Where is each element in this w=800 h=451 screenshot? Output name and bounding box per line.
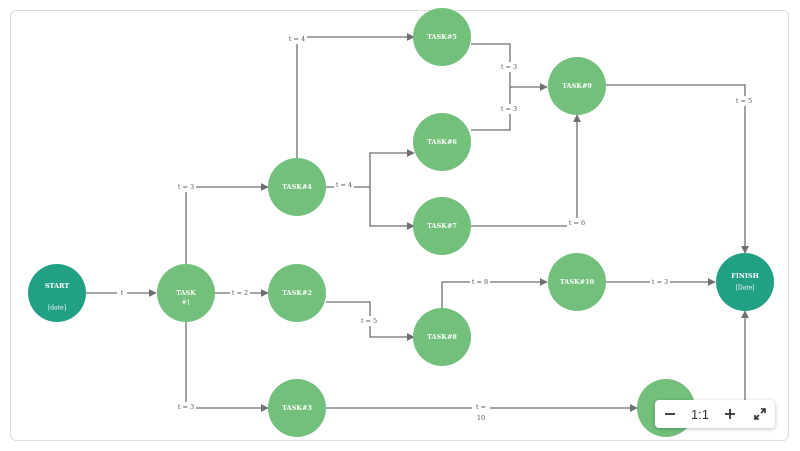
edge-task8-task10 bbox=[441, 278, 548, 310]
zoom-in-button[interactable] bbox=[717, 402, 743, 426]
edge-task1-task4 bbox=[185, 183, 269, 265]
node-task10-title: TASK#10 bbox=[560, 278, 595, 286]
node-task6-title: TASK#6 bbox=[427, 138, 457, 146]
label-task10-finish: t = 3 bbox=[652, 278, 668, 286]
label-task3-task11-line1: t = bbox=[476, 403, 486, 411]
edge-split-task7 bbox=[369, 187, 415, 230]
label-task7-task9: t = 6 bbox=[569, 219, 585, 227]
node-task3[interactable]: TASK#3 bbox=[268, 379, 326, 437]
label-task8-task10: t = 8 bbox=[472, 278, 488, 286]
label-task1-task2: t = 2 bbox=[232, 289, 248, 297]
node-task5[interactable]: TASK#5 bbox=[413, 8, 471, 66]
edge-task7-task9 bbox=[471, 114, 581, 227]
label-task4-task5: t = 4 bbox=[289, 35, 305, 43]
node-task9[interactable]: TASK#9 bbox=[548, 57, 606, 115]
node-task8[interactable]: TASK#8 bbox=[413, 308, 471, 366]
edge-labels: t t = 3 t = 2 t = 3 t = 4 t = 4 t = 3 t … bbox=[117, 34, 755, 424]
node-finish-title: FINISH bbox=[731, 272, 758, 280]
zoom-out-button[interactable] bbox=[657, 402, 683, 426]
minus-icon bbox=[665, 413, 675, 415]
edge-split-task6 bbox=[369, 149, 415, 187]
node-task4[interactable]: TASK#4 bbox=[268, 158, 326, 216]
zoom-reset-button[interactable]: 1:1 bbox=[690, 406, 710, 422]
label-task9-finish: t = 5 bbox=[736, 97, 752, 105]
node-task7-title: TASK#7 bbox=[427, 222, 457, 230]
edge-task9-finish bbox=[605, 84, 749, 254]
edges bbox=[86, 33, 749, 412]
node-task4-title: TASK#4 bbox=[282, 183, 312, 191]
node-task1-number: #1 bbox=[182, 300, 191, 307]
node-start-title: START bbox=[45, 282, 70, 290]
zoom-toolbar: 1:1 bbox=[655, 400, 775, 428]
node-task5-title: TASK#5 bbox=[427, 33, 457, 41]
node-start-date: [date] bbox=[48, 305, 66, 312]
plus-icon bbox=[725, 409, 735, 419]
node-task1-title: TASK bbox=[176, 289, 196, 297]
label-task5-task9: t = 3 bbox=[501, 63, 517, 71]
label-task1-task3: t = 3 bbox=[178, 403, 194, 411]
node-start[interactable]: START [date] bbox=[28, 264, 86, 322]
fit-screen-button[interactable] bbox=[747, 402, 773, 426]
edge-task4-task5 bbox=[296, 33, 415, 158]
expand-icon bbox=[754, 408, 766, 420]
node-finish[interactable]: FINISH [Date] bbox=[716, 253, 774, 311]
label-task6-task9: t = 3 bbox=[501, 105, 517, 113]
node-task2[interactable]: TASK#2 bbox=[268, 264, 326, 322]
node-task7[interactable]: TASK#7 bbox=[413, 197, 471, 255]
node-task9-title: TASK#9 bbox=[562, 82, 592, 90]
node-task8-title: TASK#8 bbox=[427, 333, 457, 341]
node-task6[interactable]: TASK#6 bbox=[413, 113, 471, 171]
node-task2-title: TASK#2 bbox=[282, 289, 312, 297]
label-start-task1: t bbox=[121, 289, 124, 297]
label-task3-task11-line2: 10 bbox=[477, 414, 485, 422]
label-task1-task4: t = 3 bbox=[178, 183, 194, 191]
label-task4-split: t = 4 bbox=[336, 181, 352, 189]
node-task1[interactable]: TASK #1 bbox=[157, 264, 215, 322]
node-finish-date: [Date] bbox=[735, 285, 754, 292]
node-task3-title: TASK#3 bbox=[282, 404, 312, 412]
edge-task6-join bbox=[471, 87, 511, 131]
edge-task5-join bbox=[471, 43, 511, 87]
node-task10[interactable]: TASK#10 bbox=[548, 253, 606, 311]
label-task2-task8: t = 5 bbox=[361, 317, 377, 325]
edge-task1-task3 bbox=[185, 321, 269, 412]
